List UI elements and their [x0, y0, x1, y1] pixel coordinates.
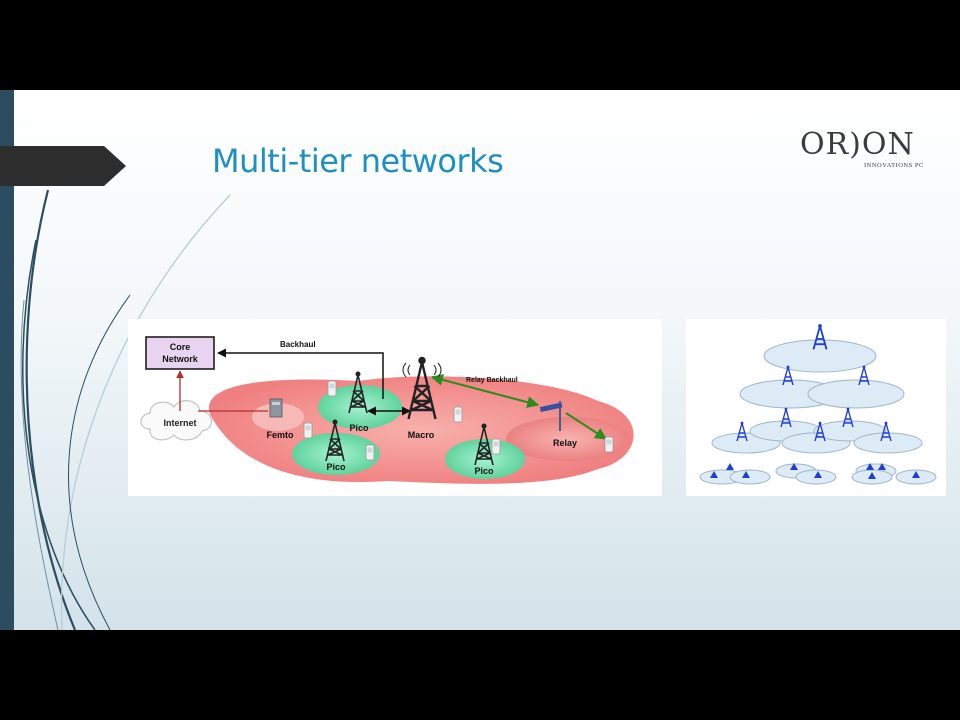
- phone-icon: [303, 422, 313, 439]
- macro-label: Macro: [408, 430, 435, 440]
- phone-icon: [365, 444, 375, 461]
- femto-router-icon: [269, 398, 283, 418]
- tier-diagram: [699, 323, 937, 485]
- title-arrow-tab: [0, 146, 126, 186]
- hetnet-diagram: Core Network Internet Backhaul Relay Bac…: [140, 336, 634, 484]
- phone-icon: [604, 436, 614, 453]
- relay-backhaul-label: Relay Backhaul: [466, 377, 518, 384]
- tier2-cell-right: [807, 379, 905, 409]
- phone-icon: [327, 380, 337, 397]
- decorative-swoosh: [20, 189, 231, 630]
- relay-antenna-icon: [539, 401, 563, 431]
- tier3-cell-5: [853, 432, 923, 454]
- tier1-cell: [763, 339, 877, 373]
- hetnet-diagram-panel: Core Network Internet Backhaul Relay Bac…: [128, 319, 662, 496]
- tier-diagram-panel: [686, 319, 946, 496]
- pico-top-label: Pico: [349, 423, 369, 433]
- pico-right-label: Pico: [474, 466, 494, 476]
- tier4-node-icon: [726, 463, 734, 470]
- femto-label: Femto: [267, 430, 295, 440]
- phone-icon: [453, 406, 463, 423]
- logo-wordmark: OR)ON: [800, 127, 915, 162]
- relay-access-link: [565, 412, 608, 440]
- internet-femto-link: [179, 405, 268, 412]
- core-network-label-line1: Core: [170, 342, 191, 352]
- pico-left-label: Pico: [326, 462, 346, 472]
- slide: Multi-tier networks OR)ON INNOVATIONS PC: [0, 90, 960, 630]
- pico-cell-left: [292, 433, 380, 475]
- slide-title: Multi-tier networks: [212, 142, 504, 180]
- relay-backhaul-link: [430, 373, 540, 409]
- backhaul-label: Backhaul: [280, 340, 316, 349]
- orion-logo: OR)ON INNOVATIONS PC: [800, 128, 930, 174]
- core-network-label-line2: Network: [162, 354, 199, 364]
- phone-icon: [491, 438, 501, 455]
- tier4-cell-2: [729, 469, 771, 485]
- backhaul-link: [217, 348, 384, 399]
- relay-label: Relay: [553, 438, 577, 448]
- slide-left-bar: [0, 90, 14, 630]
- core-network-box: [145, 336, 215, 370]
- logo-subtitle: INNOVATIONS PC: [864, 162, 924, 169]
- relay-cell-area: [506, 417, 630, 461]
- internet-label: Internet: [163, 418, 196, 428]
- macro-signal-icon: [402, 362, 442, 378]
